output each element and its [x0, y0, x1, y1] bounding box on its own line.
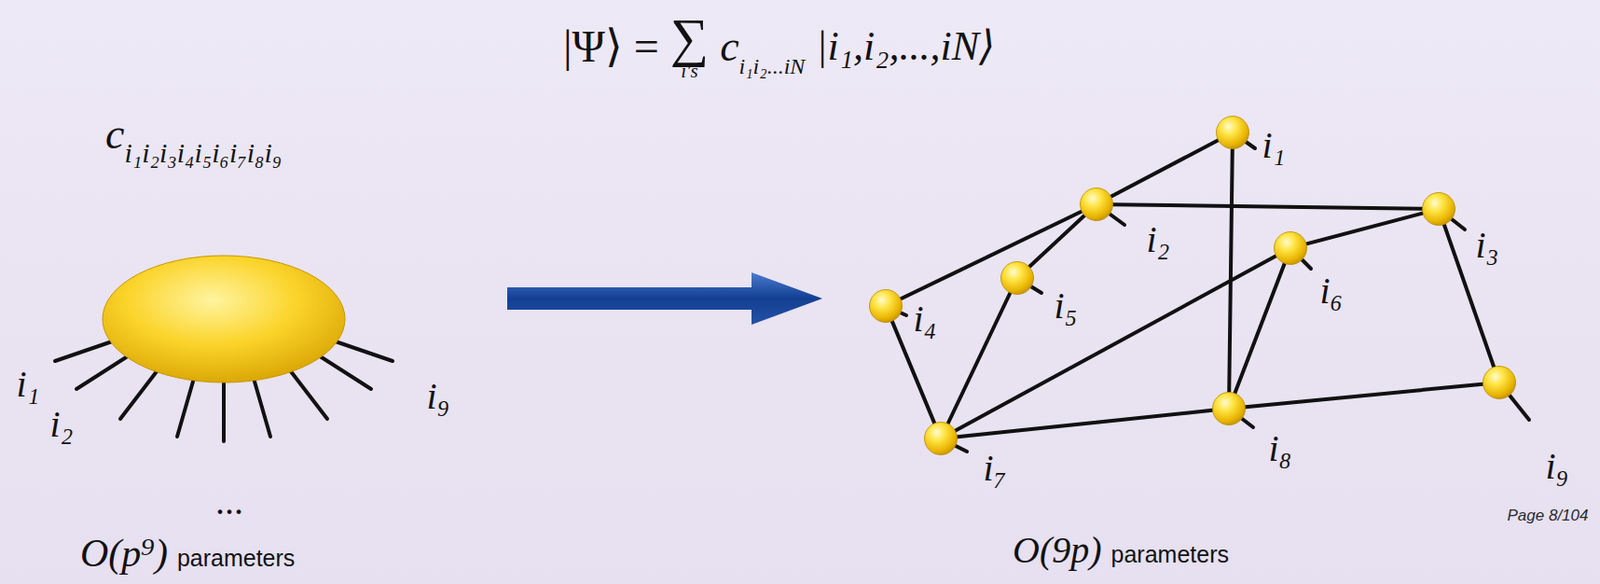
- site-ball: [1000, 261, 1035, 295]
- site-ball-fill: [924, 422, 958, 456]
- tensor-site: i₇: [924, 421, 958, 456]
- formula-coefficient-indices: i₁i₂...iN: [739, 55, 806, 78]
- site-ball: [1273, 231, 1308, 265]
- site-index: i₄: [912, 300, 937, 338]
- site-index: i₇: [982, 449, 1007, 487]
- bond-line: [900, 211, 1082, 299]
- site-ball: [1212, 391, 1246, 426]
- site-index: i₂: [1145, 220, 1170, 259]
- formula-sum-index: i's: [680, 61, 699, 82]
- formula-coefficient: c: [719, 25, 739, 69]
- parameter-order: O(9p): [1012, 531, 1103, 569]
- site-ball-fill: [1422, 193, 1456, 226]
- site-ball-fill: [1080, 188, 1114, 221]
- transform-arrow: [507, 272, 823, 325]
- tensor-leg: [314, 352, 372, 389]
- ellipsis: ...: [215, 482, 244, 521]
- formula-part: |Ψ⟩ =: [563, 24, 660, 69]
- bond-line: [1228, 149, 1233, 392]
- site-ball: [924, 421, 958, 456]
- site-index: i₁: [1261, 126, 1285, 165]
- site-index: i₅: [1053, 287, 1077, 325]
- page-number: Page 8/104: [1507, 507, 1589, 524]
- formula-sum-sign: ∑: [670, 11, 709, 66]
- site-legs: [885, 132, 1530, 452]
- site-ball: [1421, 192, 1456, 226]
- site-ball: [1079, 187, 1114, 221]
- tensor-leg: [252, 374, 271, 437]
- tensor-blob: ci₁i₂i₃i₄i₅i₆i₇i₈i₉: [101, 254, 346, 384]
- tensor-blob-fill: [102, 255, 345, 383]
- site-ball: [868, 289, 903, 323]
- bond-line: [957, 410, 1213, 437]
- bond-line: [955, 256, 1276, 431]
- coefficient-symbol: c: [105, 112, 125, 156]
- site-ball-fill: [1274, 232, 1308, 265]
- coefficient-label: ci₁i₂i₃i₄i₅i₆i₇i₈i₉: [105, 112, 282, 156]
- bond-line: [1306, 213, 1422, 245]
- parameter-order: O(p⁹): [80, 533, 168, 573]
- site-ball-fill: [1216, 116, 1250, 150]
- tensor-site: i₄: [868, 289, 903, 323]
- formula-state: |Ψ⟩ =: [563, 21, 660, 71]
- bond-line: [1113, 204, 1422, 209]
- site-ball-fill: [869, 289, 903, 323]
- parameter-count: O(9p) parameters: [1012, 531, 1229, 569]
- leg-index: i₁: [15, 365, 40, 403]
- site-index: i₈: [1268, 429, 1292, 468]
- parameter-word: parameters: [1111, 542, 1229, 566]
- tensor-leg: [177, 374, 195, 437]
- leg-index: i₂: [49, 405, 73, 443]
- bond-line: [1234, 263, 1284, 393]
- formula-part: |i₁,i₂,...,iN⟩: [815, 26, 995, 68]
- site-index: i₃: [1475, 226, 1499, 264]
- coefficient-indices: i₁i₂i₃i₄i₅i₆i₇i₈i₉: [124, 138, 282, 167]
- site-index: i₆: [1319, 272, 1343, 310]
- site-ball-fill: [1001, 262, 1035, 295]
- tensor-site: i₅: [1000, 261, 1035, 295]
- tensor-site: i₁: [1215, 115, 1250, 150]
- formula-coefficient: ci₁i₂...iN: [719, 25, 805, 69]
- parameter-count: O(p⁹) parameters: [80, 533, 295, 573]
- bond-line: [1245, 384, 1483, 408]
- bond-line: [1029, 215, 1085, 266]
- tensor-site: i₂: [1079, 187, 1114, 221]
- formula-sum: ∑i's: [670, 11, 709, 82]
- parameter-word: parameters: [177, 546, 295, 570]
- tensor-blob-shape: [101, 254, 346, 384]
- tensor-site: i₈: [1212, 391, 1246, 426]
- site-ball-fill: [1213, 392, 1246, 426]
- tensor-leg: [287, 366, 328, 419]
- site-ball-fill: [1483, 366, 1517, 400]
- tensor-leg: [120, 366, 161, 419]
- tensor-site: i₉: [1482, 365, 1517, 400]
- leg-index: i₉: [426, 377, 450, 415]
- tensor-site: i₃: [1421, 192, 1456, 226]
- site-index: i₉: [1544, 447, 1569, 485]
- bond-line: [1111, 139, 1218, 196]
- tensor-leg: [76, 352, 134, 389]
- site-ball: [1215, 115, 1250, 150]
- tensor-site: i₆: [1273, 231, 1308, 265]
- state-formula: |Ψ⟩ = ∑i's ci₁i₂...iN |i₁,i₂,...,iN⟩: [563, 11, 995, 82]
- site-ball: [1482, 365, 1517, 400]
- tensor-leg: [221, 376, 226, 442]
- formula-ket: |i₁,i₂,...,iN⟩: [815, 23, 995, 69]
